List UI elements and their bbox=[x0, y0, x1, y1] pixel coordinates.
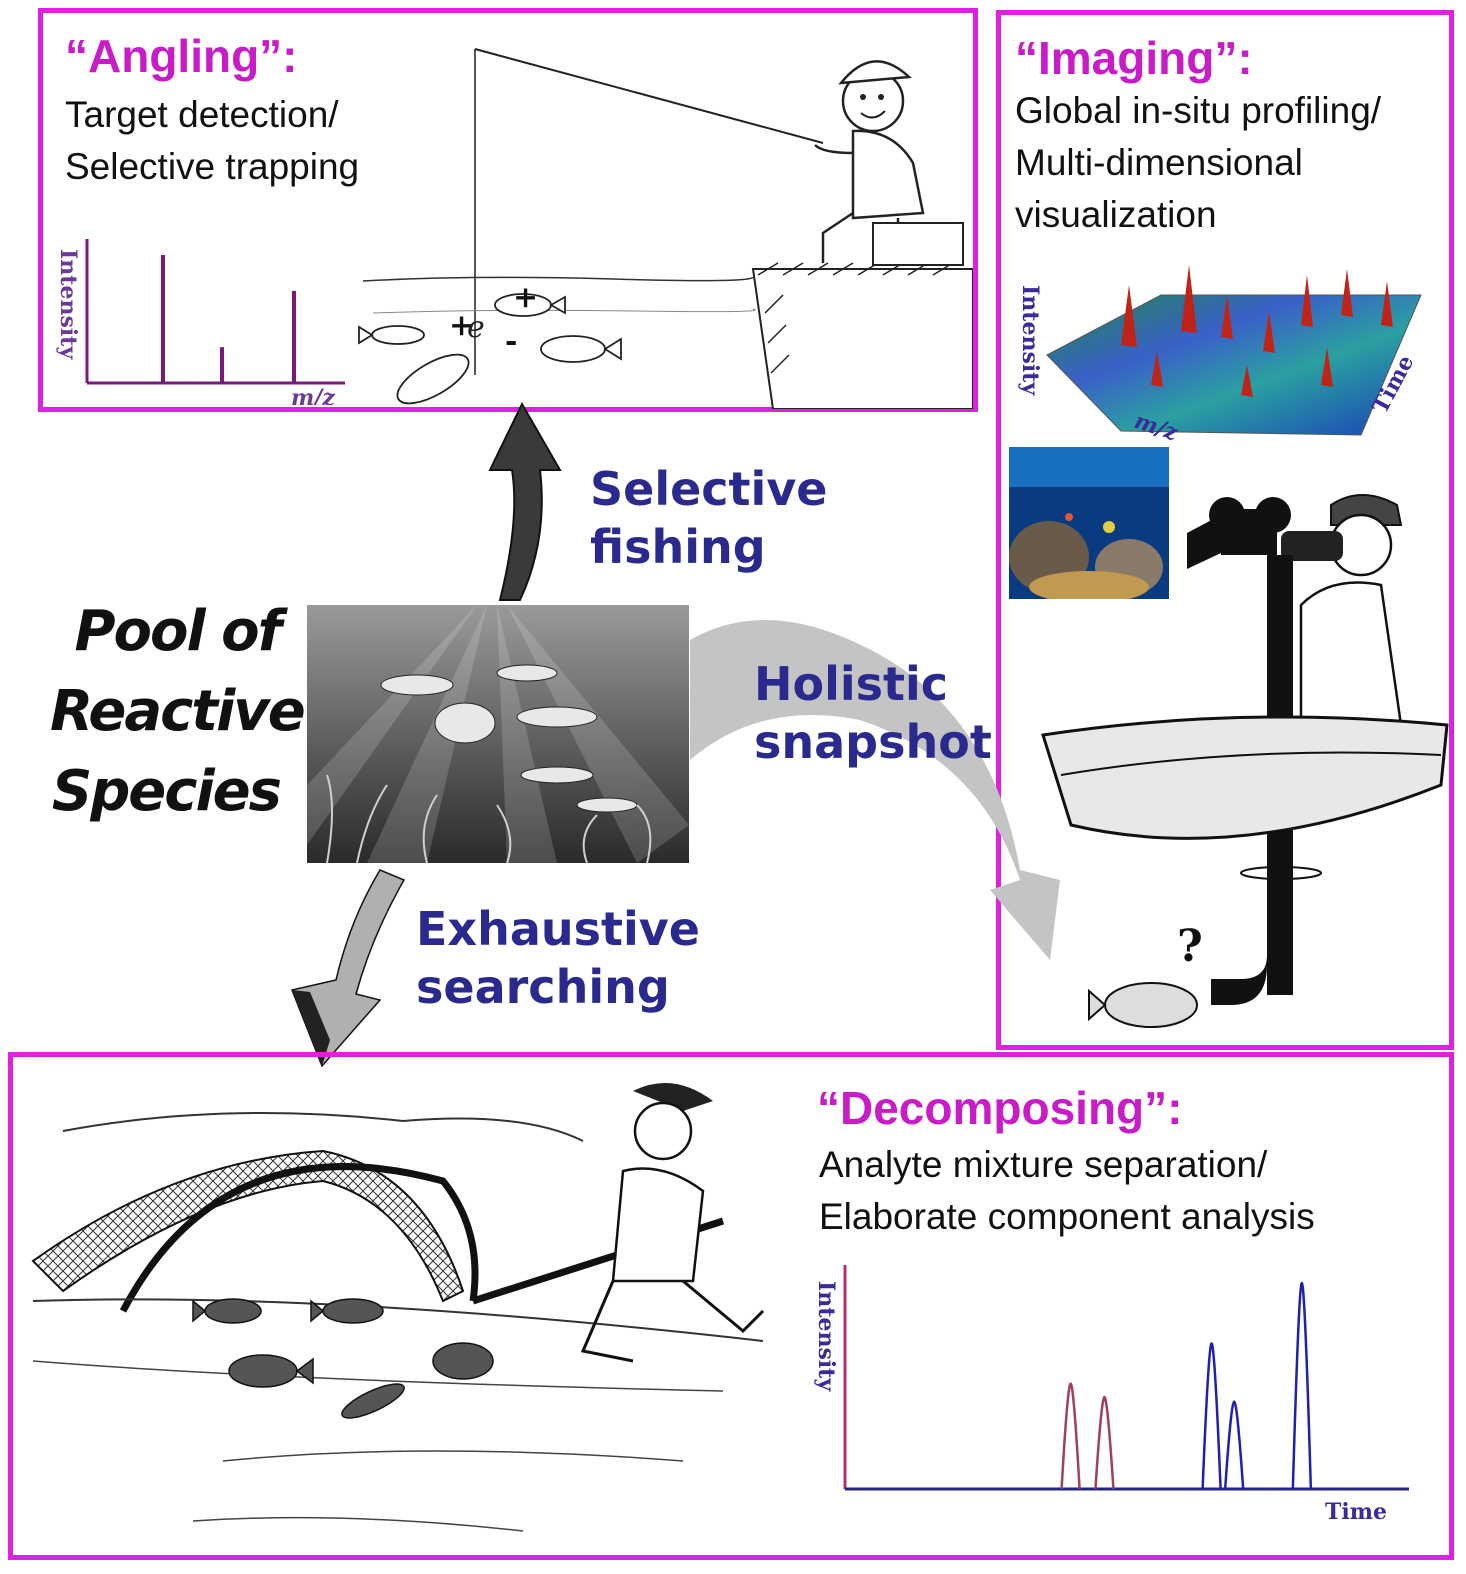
imaging-subtitle-line-1: Global in-situ profiling/ bbox=[1015, 90, 1382, 131]
mz-y-label: Intensity bbox=[55, 249, 81, 360]
angling-subtitle-line-1: Target detection/ bbox=[65, 94, 339, 135]
imaging-panel: “Imaging”: Global in-situ profiling/ Mul… bbox=[996, 10, 1454, 1050]
selective-fishing-line-2: fishing bbox=[590, 520, 766, 574]
exhaustive-searching-line-1: Exhaustive bbox=[416, 902, 700, 956]
underwater-pool-image bbox=[307, 605, 689, 863]
chrom-peak-2-3 bbox=[1291, 1281, 1313, 1490]
holistic-snapshot-line-2: snapshot bbox=[754, 715, 992, 769]
mz-spectrum-chart: Intensity m/z bbox=[55, 239, 345, 405]
pool-line-1: Pool of bbox=[74, 599, 282, 664]
angling-subtitle-line-2: Selective trapping bbox=[65, 146, 360, 187]
imaging-subtitle-line-3: visualization bbox=[1015, 194, 1217, 235]
holistic-snapshot-line-1: Holistic bbox=[754, 657, 949, 711]
minus-sign: - bbox=[505, 324, 517, 359]
arrow-up bbox=[488, 401, 562, 601]
imaging-title: “Imaging”: bbox=[1015, 32, 1253, 84]
arrow-down bbox=[290, 869, 406, 1068]
chromatogram-chart: Intensity Time bbox=[813, 1265, 1409, 1525]
chrom-peak-1-1 bbox=[1060, 1382, 1081, 1490]
video-camera-icon bbox=[1187, 497, 1291, 569]
surface-y-label: Intensity bbox=[1017, 285, 1043, 396]
chrom-peak-2-1 bbox=[1201, 1342, 1222, 1490]
chrom-y-label: Intensity bbox=[813, 1281, 839, 1392]
selective-fishing-label: Selective fishing bbox=[590, 460, 828, 576]
imaging-subtitle-line-2: Multi-dimensional bbox=[1015, 142, 1303, 183]
plus-sign-1: + bbox=[449, 308, 474, 343]
pool-of-reactive-species-label: Pool of Reactive Species bbox=[50, 592, 306, 832]
pool-line-3: Species bbox=[51, 759, 282, 824]
net-fishing-illustration bbox=[31, 1083, 765, 1532]
aquarium-photo bbox=[1009, 447, 1169, 599]
arrow-right bbox=[690, 620, 1060, 960]
decomposing-panel: “Decomposing”: Analyte mixture separatio… bbox=[8, 1052, 1454, 1560]
chrom-peak-2-2 bbox=[1223, 1400, 1245, 1490]
angler-illustration: + + - e bbox=[358, 48, 973, 409]
pool-line-2: Reactive bbox=[50, 679, 306, 744]
exhaustive-searching-line-2: searching bbox=[416, 960, 670, 1014]
exhaustive-searching-label: Exhaustive searching bbox=[416, 900, 700, 1016]
electron-symbol: e bbox=[467, 310, 485, 345]
decomposing-subtitle-line-2: Elaborate component analysis bbox=[819, 1196, 1315, 1237]
periscope-boat-illustration: ? bbox=[1041, 494, 1449, 1028]
angling-title: “Angling”: bbox=[65, 30, 298, 82]
chrom-peak-1-2 bbox=[1094, 1395, 1115, 1490]
holistic-snapshot-label: Holistic snapshot bbox=[754, 655, 992, 771]
selective-fishing-line-1: Selective bbox=[590, 462, 828, 516]
mz-x-label: m/z bbox=[291, 385, 335, 405]
plus-sign-2: + bbox=[513, 280, 538, 315]
chrom-x-label: Time bbox=[1325, 1499, 1387, 1525]
decomposing-subtitle-line-1: Analyte mixture separation/ bbox=[819, 1144, 1268, 1185]
3d-surface-plot: Intensity m/z Time bbox=[1017, 265, 1422, 446]
decomposing-title: “Decomposing”: bbox=[817, 1082, 1183, 1134]
angling-panel: “Angling”: Target detection/ Selective t… bbox=[38, 8, 978, 412]
question-mark: ? bbox=[1177, 921, 1203, 972]
